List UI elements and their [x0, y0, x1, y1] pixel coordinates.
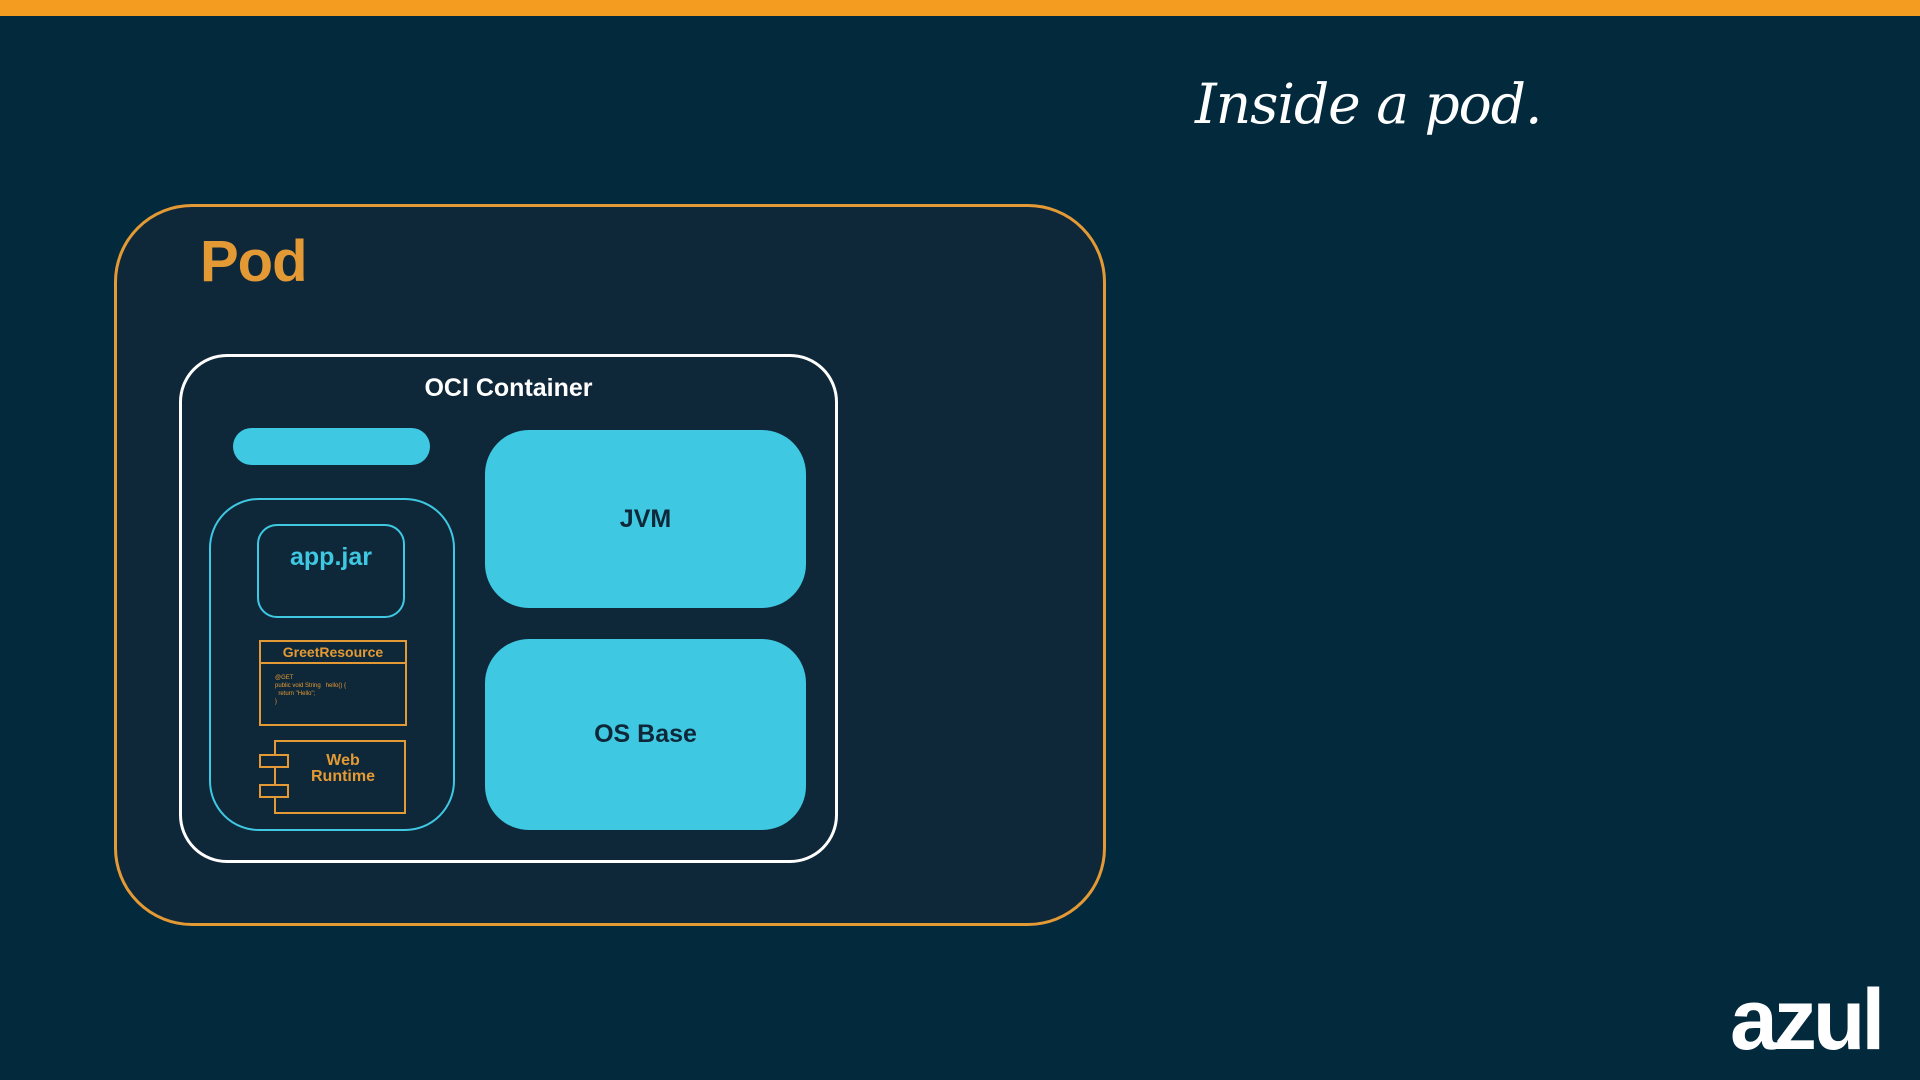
component-tab-icon	[259, 754, 289, 768]
cyan-pill-bar	[233, 428, 430, 465]
application-group	[209, 498, 455, 831]
top-accent-bar	[0, 0, 1920, 16]
pod-label: Pod	[200, 229, 308, 294]
component-tab-icon	[259, 784, 289, 798]
jvm-label: JVM	[619, 504, 672, 533]
class-name-label: GreetResource	[259, 640, 407, 664]
web-runtime-box	[274, 740, 406, 814]
jvm-block: JVM	[485, 430, 806, 608]
os-base-label: OS Base	[594, 720, 697, 748]
web-runtime-label: Web Runtime	[311, 752, 375, 785]
code-line: return "Hello";	[275, 691, 316, 697]
code-line: }	[275, 699, 278, 705]
azul-logo: azul	[1730, 972, 1885, 1068]
code-line: public void String hello() {	[275, 683, 347, 689]
app-jar-box	[257, 524, 405, 618]
code-line: @GET	[275, 675, 294, 681]
os-base-block: OS Base	[485, 639, 806, 830]
oci-container-label: OCI Container	[424, 374, 593, 402]
class-box	[259, 640, 407, 726]
slide-title: Inside a pod.	[1195, 72, 1543, 136]
app-jar-label: app.jar	[290, 543, 372, 571]
